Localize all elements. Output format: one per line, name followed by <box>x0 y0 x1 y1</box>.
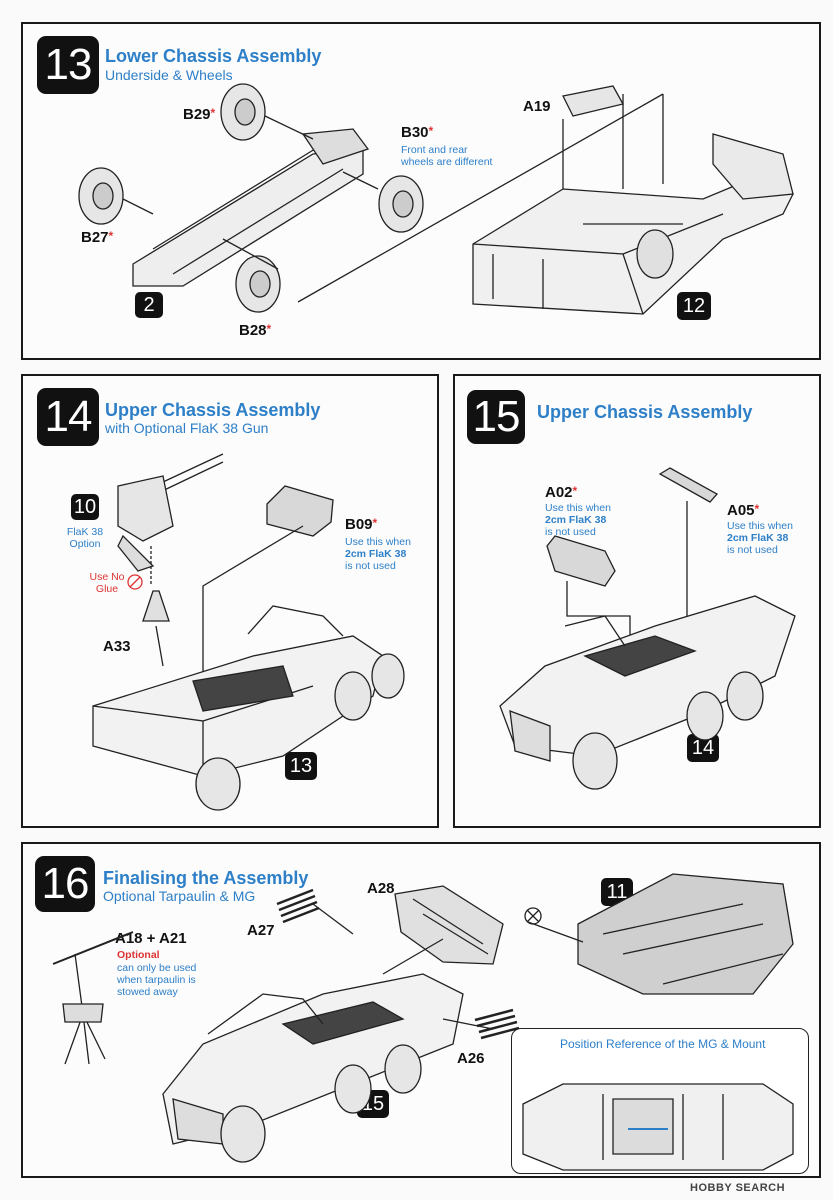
step-14-panel: 14 Upper Chassis Assembly with Optional … <box>21 374 439 828</box>
note-line: Front and rear <box>401 144 468 156</box>
wheel-b28 <box>235 255 281 313</box>
vehicle-with-gun-illustration <box>92 453 405 811</box>
step-number: 16 <box>35 856 95 912</box>
part-code: B29 <box>183 106 211 123</box>
note-line: can only be used <box>117 962 197 974</box>
chassis-illustration <box>78 83 794 315</box>
part-code: A05 <box>727 502 755 519</box>
part-code: B30 <box>401 124 429 141</box>
note-no-glue: Use No Glue <box>89 571 125 595</box>
part-code: B09 <box>345 516 373 533</box>
step-number: 15 <box>467 390 525 444</box>
note-line: Use this when <box>545 502 611 514</box>
step-title: Upper Chassis Assembly <box>105 400 321 420</box>
note-flak38-option: FlaK 38 Option <box>65 526 105 550</box>
step-number: 13 <box>37 36 99 94</box>
note-line: 2cm FlaK 38 <box>545 514 607 526</box>
note-line: is not used <box>345 560 396 572</box>
part-label-b28: B28* <box>239 322 271 339</box>
wheel-b30 <box>378 175 424 233</box>
part-label-a26: A26 <box>457 1050 485 1067</box>
asterisk: * <box>108 229 114 243</box>
note-line: is not used <box>727 544 778 556</box>
part-code: B27 <box>81 229 109 246</box>
note-line: wheels are different <box>401 156 493 168</box>
note-line: FlaK 38 <box>66 526 104 538</box>
ref-step-10: 10 <box>71 494 99 520</box>
note-a05: Use this when 2cm FlaK 38 is not used <box>727 520 793 556</box>
step-13-panel: 13 Lower Chassis Assembly Underside & Wh… <box>21 22 821 360</box>
optional-label: Optional <box>117 949 160 961</box>
part-label-b29: B29* <box>183 106 215 123</box>
inset-caption: Position Reference of the MG & Mount <box>560 1037 766 1051</box>
asterisk: * <box>210 106 216 120</box>
note-line: 2cm FlaK 38 <box>345 548 407 560</box>
step-subtitle: with Optional FlaK 38 Gun <box>105 420 269 436</box>
part-code: A02 <box>545 484 573 501</box>
part-label-a33: A33 <box>103 638 131 655</box>
vehicle-seats-illustration <box>499 467 796 790</box>
part-code: B28 <box>239 322 267 339</box>
note-line: Glue <box>95 583 119 595</box>
step-subtitle: Underside & Wheels <box>105 67 233 83</box>
ref-step-2: 2 <box>135 292 163 318</box>
final-assembly-illustration <box>52 873 794 1171</box>
note-line: 2cm FlaK 38 <box>727 532 789 544</box>
note-b30: Front and rear wheels are different <box>401 144 492 168</box>
note-line: Option <box>69 538 101 550</box>
note-line: stowed away <box>117 986 178 998</box>
step-subtitle: Optional Tarpaulin & MG <box>103 888 256 904</box>
step-15-panel: 15 Upper Chassis Assembly A02* Use this … <box>453 374 821 828</box>
wheel-b27 <box>78 167 124 225</box>
step-title: Upper Chassis Assembly <box>537 402 753 422</box>
note-line: when tarpaulin is <box>117 974 196 986</box>
step-number: 14 <box>37 388 99 446</box>
wheel-b29 <box>220 83 266 141</box>
part-label-a18-a21: A18 + A21 <box>115 930 187 947</box>
note-line: Use this when <box>345 536 411 548</box>
asterisk: * <box>428 124 434 138</box>
asterisk: * <box>372 516 378 530</box>
note-line: Use No <box>89 571 125 583</box>
note-a02: Use this when 2cm FlaK 38 is not used <box>545 502 611 538</box>
part-label-a02: A02* <box>545 484 577 501</box>
note-line: is not used <box>545 526 596 538</box>
optional-note: can only be used when tarpaulin is stowe… <box>117 962 196 998</box>
asterisk: * <box>266 322 272 336</box>
part-label-a19: A19 <box>523 98 551 115</box>
step-16-panel: 16 Finalising the Assembly Optional Tarp… <box>21 842 821 1178</box>
part-label-a27: A27 <box>247 922 275 939</box>
asterisk: * <box>754 502 760 516</box>
part-label-b30: B30* <box>401 124 433 141</box>
ref-step-12: 12 <box>677 292 711 320</box>
part-label-b27: B27* <box>81 229 113 246</box>
footer-watermark: HOBBY SEARCH <box>690 1182 786 1194</box>
part-label-a28: A28 <box>367 880 395 897</box>
part-label-b09: B09* <box>345 516 377 533</box>
note-b09: Use this when 2cm FlaK 38 is not used <box>345 536 411 572</box>
note-line: Use this when <box>727 520 793 532</box>
ref-step-13: 13 <box>285 752 317 780</box>
part-label-a05: A05* <box>727 502 759 519</box>
asterisk: * <box>572 484 578 498</box>
step-title: Lower Chassis Assembly <box>105 46 322 66</box>
step-title: Finalising the Assembly <box>103 868 309 888</box>
